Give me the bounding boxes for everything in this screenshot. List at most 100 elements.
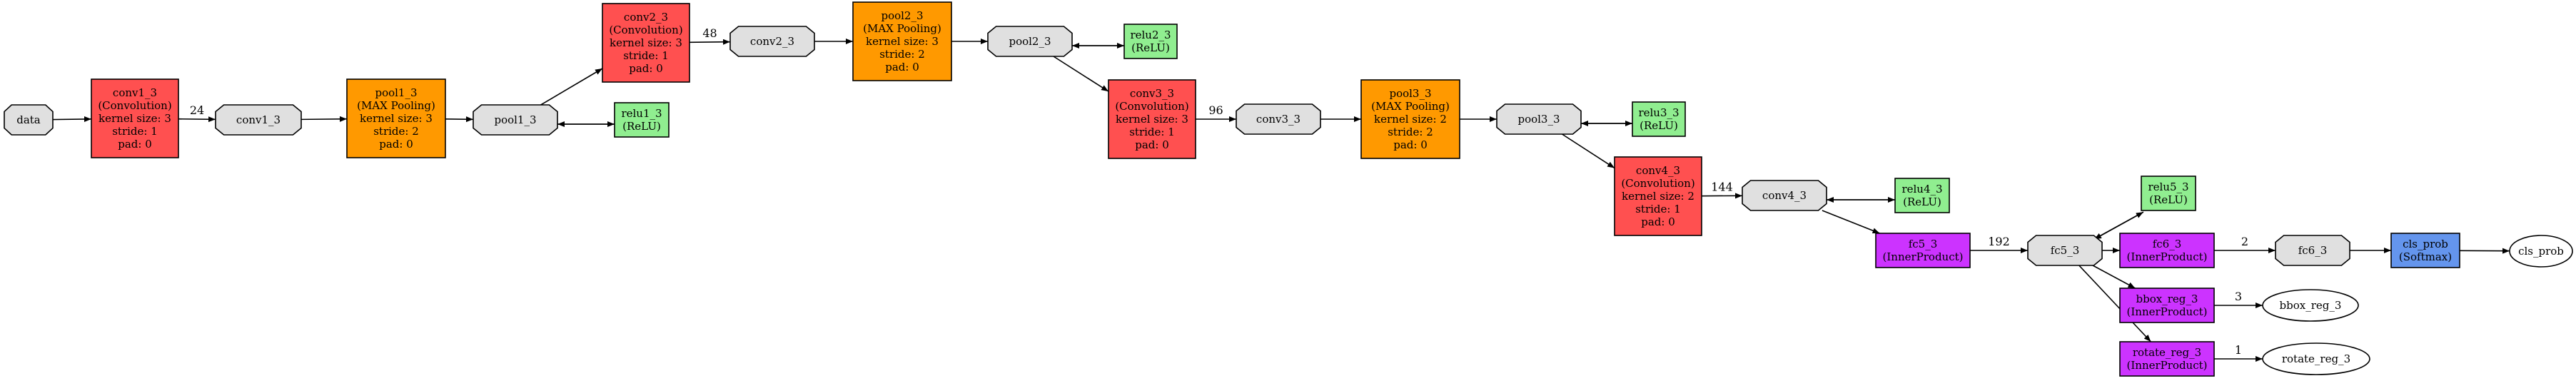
node-title: cls_prob <box>2518 245 2564 258</box>
node-conv1-3: conv1_3(Convolution)kernel size: 3stride… <box>91 78 179 158</box>
node-detail: (InnerProduct) <box>2127 250 2208 263</box>
node-box <box>91 78 179 158</box>
node-fc6-3: fc6_3(InnerProduct) <box>2119 233 2215 268</box>
blob-octagon <box>987 26 1073 57</box>
edge-label: 24 <box>190 103 204 117</box>
node-box <box>2390 233 2460 268</box>
edge-conv1_3_blob-to-pool1_3 <box>300 116 348 122</box>
node-relu1-3: relu1_3(ReLU) <box>614 102 670 138</box>
node-conv3-3-blob: conv3_3 <box>1236 103 1321 135</box>
node-detail: stride: 1 <box>623 49 669 62</box>
blob-octagon <box>729 26 815 57</box>
node-detail: pad: 0 <box>1135 138 1169 151</box>
node-pool2-3: pool2_3(MAX Pooling)kernel size: 3stride… <box>852 1 952 81</box>
node-box <box>1123 24 1178 59</box>
edge-pool2_3_blob-to-conv3_3 <box>1053 56 1109 92</box>
node-detail: (Convolution) <box>1115 100 1188 113</box>
blob-octagon <box>2027 235 2103 266</box>
node-detail: stride: 1 <box>1635 203 1681 215</box>
node-box <box>2141 176 2196 211</box>
node-title: conv2_3 <box>624 11 668 24</box>
blob-octagon <box>1236 103 1321 135</box>
node-detail: (ReLU) <box>622 120 661 133</box>
node-title: fc5_3 <box>1909 238 1938 250</box>
node-box <box>1632 101 1686 137</box>
node-detail: pad: 0 <box>379 138 413 151</box>
blob-octagon <box>473 104 558 136</box>
node-detail: kernel size: 2 <box>1622 190 1694 203</box>
node-title: conv4_3 <box>1636 164 1680 177</box>
edge-label: 144 <box>1711 180 1733 193</box>
node-detail: (MAX Pooling) <box>863 22 941 35</box>
blob-octagon <box>215 104 302 136</box>
node-detail: stride: 2 <box>1388 126 1433 138</box>
node-box <box>1108 79 1196 159</box>
node-conv2-3: conv2_3(Convolution)kernel size: 3stride… <box>602 3 690 83</box>
node-bbox-reg-3: bbox_reg_3(InnerProduct) <box>2119 288 2215 323</box>
edge-relu5_3-to-fc5_3_blob <box>2093 211 2144 240</box>
blob-octagon <box>2275 235 2350 266</box>
edge-conv1_3-to-conv1_3_blob <box>178 116 216 123</box>
node-title: conv1_3 <box>113 86 157 99</box>
node-detail: stride: 2 <box>879 48 925 61</box>
node-bbox-reg-3-blob: bbox_reg_3 <box>2262 289 2359 322</box>
node-box <box>2119 288 2215 323</box>
node-rotate-reg-3: rotate_reg_3(InnerProduct) <box>2119 341 2215 377</box>
node-title: fc5_3 <box>2051 244 2080 257</box>
node-relu2-3: relu2_3(ReLU) <box>1123 24 1178 59</box>
node-detail: (InnerProduct) <box>2127 305 2208 318</box>
node-title: rotate_reg_3 <box>2282 352 2350 365</box>
node-pool3-3-blob: pool3_3 <box>1496 103 1582 135</box>
node-cls-prob-blob: cls_prob <box>2509 235 2573 268</box>
node-rotate-reg-3-blob: rotate_reg_3 <box>2262 342 2370 375</box>
node-title: conv3_3 <box>1130 87 1174 100</box>
node-detail: stride: 1 <box>1129 126 1175 138</box>
node-pool1-3-blob: pool1_3 <box>473 104 558 136</box>
output-ellipse <box>2262 342 2370 375</box>
node-detail: (ReLU) <box>1903 195 1941 208</box>
node-fc5-3-blob: fc5_3 <box>2027 235 2103 266</box>
output-ellipse <box>2509 235 2573 268</box>
node-conv3-3: conv3_3(Convolution)kernel size: 3stride… <box>1108 79 1196 159</box>
node-detail: kernel size: 2 <box>1374 113 1447 126</box>
node-detail: (InnerProduct) <box>2127 359 2208 372</box>
node-box <box>1614 156 1702 236</box>
node-box <box>614 102 670 138</box>
node-detail: stride: 1 <box>112 125 158 138</box>
node-title: bbox_reg_3 <box>2280 299 2342 312</box>
node-detail: (Convolution) <box>1621 177 1694 190</box>
node-detail: (Softmax) <box>2399 250 2452 263</box>
edge-data-to-conv1_3 <box>52 116 92 122</box>
node-title: pool1_3 <box>375 86 417 99</box>
node-title: relu2_3 <box>1130 29 1171 41</box>
node-relu4-3: relu4_3(ReLU) <box>1894 178 1950 213</box>
node-detail: (MAX Pooling) <box>1371 100 1450 113</box>
blob-octagon <box>1742 180 1827 211</box>
node-detail: pad: 0 <box>118 138 152 151</box>
node-box <box>346 78 446 158</box>
node-detail: kernel size: 3 <box>99 112 171 125</box>
node-box <box>2119 233 2215 268</box>
node-title: rotate_reg_3 <box>2133 346 2201 359</box>
edge-pool3_3_blob-to-conv4_3 <box>1562 133 1615 169</box>
node-box <box>1875 233 1971 268</box>
node-title: data <box>16 113 41 126</box>
node-title: pool2_3 <box>881 9 923 22</box>
node-pool2-3-blob: pool2_3 <box>987 26 1073 57</box>
node-box <box>1360 79 1460 159</box>
node-detail: kernel size: 3 <box>360 112 433 125</box>
edge-fc5_3_blob-to-bbox_reg_3 <box>2092 265 2136 289</box>
node-title: conv3_3 <box>1256 113 1300 126</box>
node-title: relu3_3 <box>1638 106 1679 119</box>
node-detail: (Convolution) <box>98 99 171 112</box>
node-box <box>852 1 952 81</box>
node-detail: pad: 0 <box>885 61 919 73</box>
edge-conv2_3-to-conv2_3_blob <box>689 39 731 45</box>
node-conv1-3-blob: conv1_3 <box>215 104 302 136</box>
node-conv2-3-blob: conv2_3 <box>729 26 815 57</box>
node-conv4-3: conv4_3(Convolution)kernel size: 2stride… <box>1614 156 1702 236</box>
node-cls-prob: cls_prob(Softmax) <box>2390 233 2460 268</box>
node-pool3-3: pool3_3(MAX Pooling)kernel size: 2stride… <box>1360 79 1460 159</box>
